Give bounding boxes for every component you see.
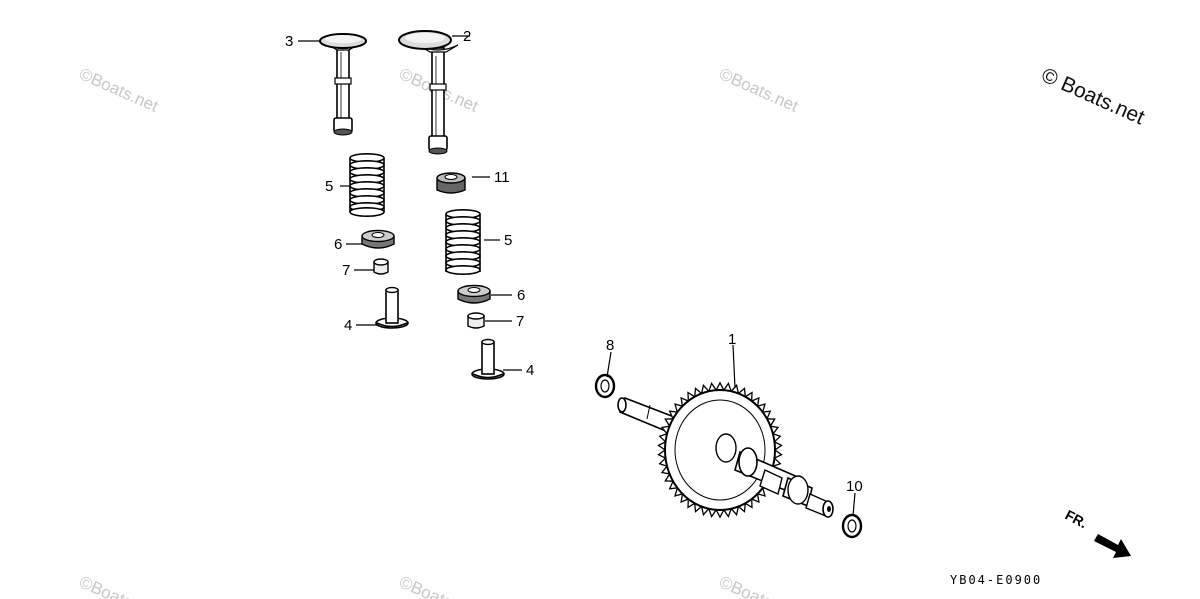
valve-cap-right: [467, 312, 485, 329]
spring-retainer-right: [457, 284, 491, 304]
callout-5a: 5: [325, 178, 333, 195]
valve-right: [398, 30, 459, 155]
gear-tooth: [657, 449, 666, 459]
brand-mark: © Boats.net: [1038, 64, 1148, 130]
valve-spring-left: [349, 153, 385, 217]
gear-tooth: [657, 441, 666, 451]
tappet-left: [375, 286, 409, 329]
valve-left: [319, 33, 367, 136]
gear-tooth: [751, 396, 760, 407]
callout-7b: 7: [516, 313, 524, 330]
gear-tooth: [774, 441, 783, 451]
watermark: ©Boats.net: [396, 572, 481, 599]
watermark: ©Boats.net: [76, 64, 161, 116]
gear-tooth: [680, 493, 689, 504]
watermark: ©Boats.net: [716, 64, 801, 116]
callout-6b: 6: [517, 287, 525, 304]
callout-11: 11: [494, 169, 510, 186]
valve-spring-right: [445, 209, 481, 276]
watermark: ©Boats.net: [716, 572, 801, 599]
washer-8: [594, 373, 616, 399]
callout-7a: 7: [342, 262, 350, 279]
gear-tooth: [674, 403, 683, 413]
callout-4b: 4: [526, 362, 534, 379]
gear-tooth: [757, 403, 766, 413]
gear-tooth: [715, 381, 725, 391]
washer-10: [841, 513, 863, 539]
callout-4a: 4: [344, 317, 352, 334]
direction-label: FR.: [1063, 507, 1090, 532]
callout-10: 10: [846, 478, 863, 495]
spring-retainer-left: [361, 229, 395, 249]
callout-8: 8: [606, 337, 614, 354]
gear-tooth: [757, 487, 766, 497]
callout-2: 2: [463, 28, 471, 45]
callout-1: 1: [728, 331, 736, 348]
gear-tooth: [751, 493, 760, 504]
valve-cap-left: [373, 258, 389, 275]
front-direction-arrow-icon: FR.: [1063, 507, 1131, 558]
gear-tooth: [674, 487, 683, 497]
diagram-code: YB04-E0900: [950, 573, 1042, 587]
callouts: 1 2 3 4 4 5 5 6 6 7 7 8 10 11: [285, 28, 863, 495]
gear-tooth: [715, 509, 725, 519]
watermark: ©Boats.net: [76, 572, 161, 599]
gear-tooth: [774, 449, 783, 459]
leader-lines: [298, 35, 856, 517]
camshaft: [617, 381, 834, 519]
callout-3: 3: [285, 33, 293, 50]
callout-5b: 5: [504, 232, 512, 249]
callout-6a: 6: [334, 236, 342, 253]
gear-tooth: [680, 396, 689, 407]
tappet-right: [471, 338, 505, 380]
valve-stem-seal: [436, 172, 466, 194]
